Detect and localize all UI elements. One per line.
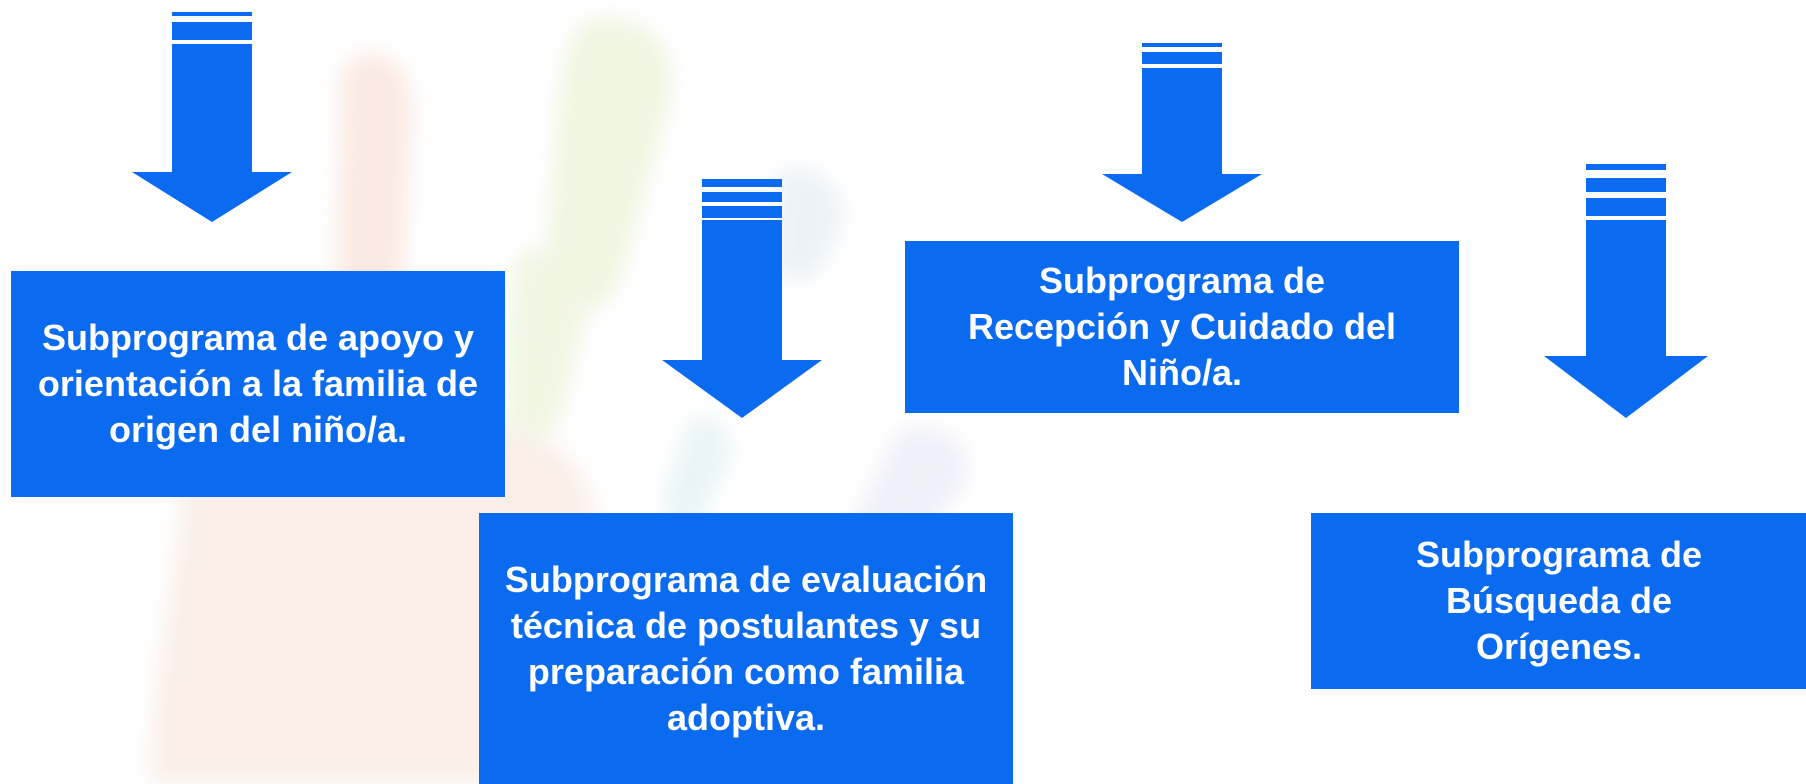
arrow-shaft bbox=[1586, 220, 1666, 360]
subprogram-label: Subprograma de Búsqueda de Orígenes. bbox=[1415, 534, 1703, 667]
down-arrow-1 bbox=[132, 12, 292, 222]
arrow-stripe bbox=[1142, 43, 1222, 47]
subprogram-label: Subprograma de evaluación técnica de pos… bbox=[504, 559, 988, 738]
subprogram-box-applicant-evaluation: Subprograma de evaluación técnica de pos… bbox=[480, 514, 1012, 784]
arrow-stripe bbox=[172, 22, 252, 40]
arrow-head bbox=[662, 360, 822, 418]
down-arrow-2 bbox=[662, 179, 822, 418]
arrow-stripe bbox=[702, 206, 782, 218]
subprogram-label: Subprograma de apoyo y orientación a la … bbox=[37, 317, 479, 450]
arrow-shaft bbox=[702, 220, 782, 370]
subprogram-box-origin-search: Subprograma de Búsqueda de Orígenes. bbox=[1312, 514, 1806, 688]
arrow-stripe bbox=[702, 179, 782, 187]
arrow-stripe bbox=[702, 192, 782, 202]
subprogram-box-family-support: Subprograma de apoyo y orientación a la … bbox=[12, 272, 504, 496]
arrow-head bbox=[132, 172, 292, 222]
arrow-head bbox=[1544, 356, 1708, 418]
subprogram-label: Subprograma de Recepción y Cuidado del N… bbox=[967, 260, 1397, 393]
arrow-shaft bbox=[172, 44, 252, 178]
subprogram-box-child-care: Subprograma de Recepción y Cuidado del N… bbox=[906, 242, 1458, 412]
arrow-stripe bbox=[1586, 198, 1666, 216]
down-arrow-3 bbox=[1102, 43, 1262, 222]
arrow-stripe bbox=[1142, 52, 1222, 64]
arrow-stripe bbox=[1586, 164, 1666, 170]
down-arrow-4 bbox=[1544, 164, 1708, 418]
arrow-shaft bbox=[1142, 68, 1222, 182]
arrow-head bbox=[1102, 174, 1262, 222]
arrow-stripe bbox=[1586, 178, 1666, 192]
arrow-stripe bbox=[172, 12, 252, 16]
